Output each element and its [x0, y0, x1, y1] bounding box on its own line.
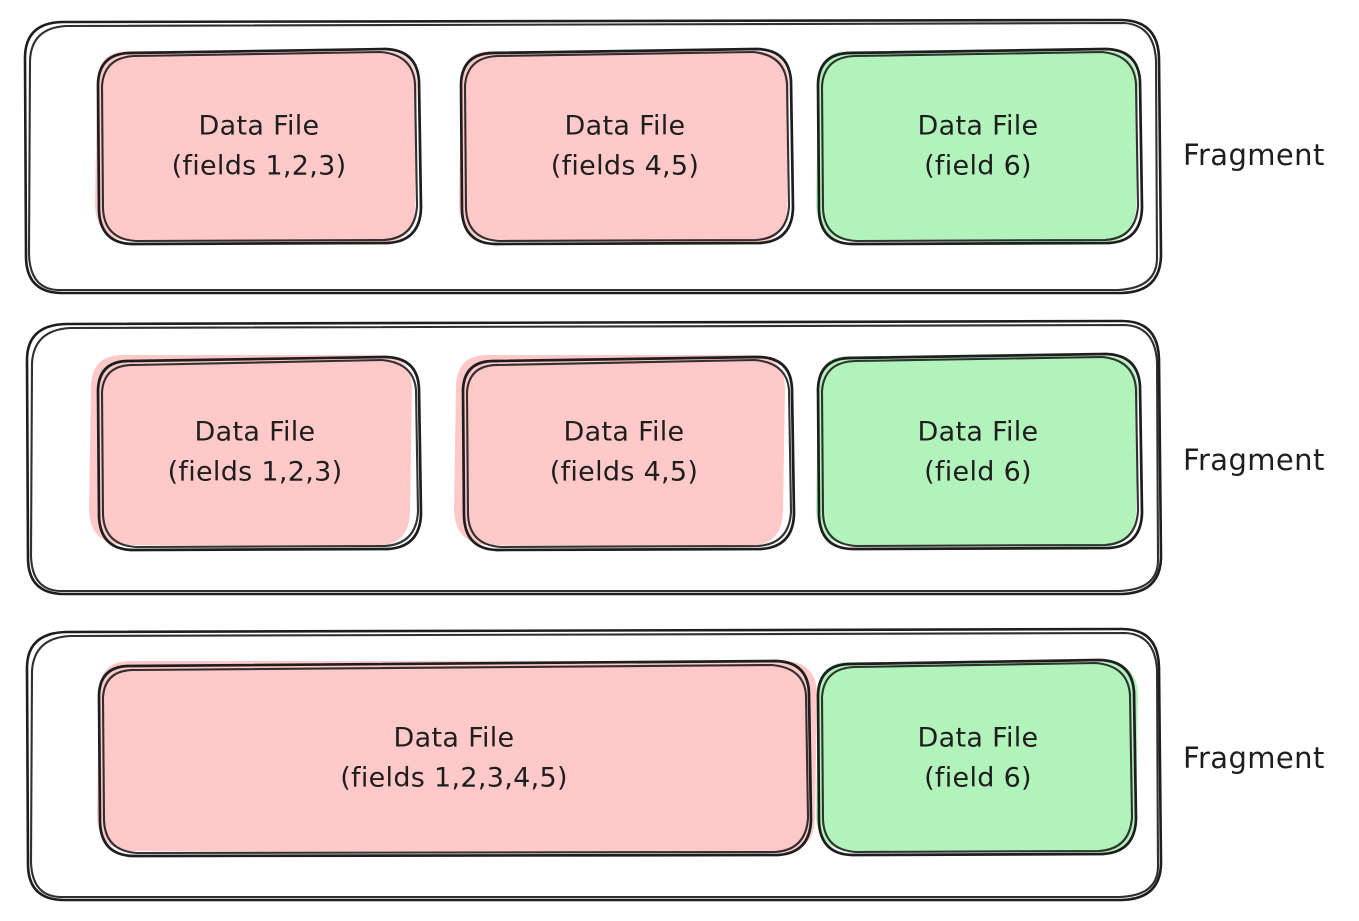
data-file-fields-r3c1: (fields 1,2,3,4,5) [340, 763, 568, 794]
fragment-row-2[interactable]: Data File (fields 1,2,3) Data File (fiel… [25, 319, 1325, 596]
data-file-box-r2c1[interactable]: Data File (fields 1,2,3) [89, 355, 423, 552]
data-file-box-r1c3[interactable]: Data File (field 6) [816, 47, 1144, 246]
data-file-title-r3c1: Data File [394, 723, 515, 754]
data-file-box-r2c2[interactable]: Data File (fields 4,5) [454, 355, 796, 552]
data-file-title-r2c3: Data File [918, 417, 1039, 448]
data-file-box-r2c3[interactable]: Data File (field 6) [816, 352, 1144, 551]
fragment-container-3[interactable] [25, 627, 1163, 902]
data-file-box-r3c1[interactable]: Data File (fields 1,2,3,4,5) [97, 659, 817, 858]
data-file-fields-r3c2: (field 6) [924, 763, 1032, 794]
fragment-label-1: Fragment [1183, 138, 1325, 172]
fragment-container-1[interactable] [23, 18, 1163, 295]
data-file-title-r1c3: Data File [918, 111, 1039, 142]
data-file-title-r3c2: Data File [918, 723, 1039, 754]
data-file-box-r1c2[interactable]: Data File (fields 4,5) [459, 47, 795, 246]
fragment-label-3: Fragment [1183, 741, 1325, 775]
data-file-box-r1c1[interactable]: Data File (fields 1,2,3) [95, 47, 423, 246]
data-file-title-r2c2: Data File [564, 417, 685, 448]
data-file-title-r1c1: Data File [199, 111, 320, 142]
data-file-title-r2c1: Data File [195, 417, 316, 448]
data-file-fields-r2c3: (field 6) [924, 457, 1032, 488]
data-file-fields-r1c1: (fields 1,2,3) [172, 151, 347, 182]
fragment-label-2: Fragment [1183, 443, 1325, 477]
data-file-fields-r1c2: (fields 4,5) [551, 151, 700, 182]
data-file-box-r3c2[interactable]: Data File (field 6) [816, 658, 1138, 857]
fragment-container-2[interactable] [25, 319, 1163, 596]
fragment-row-3[interactable]: Data File (fields 1,2,3,4,5) Data File (… [25, 627, 1325, 902]
data-file-fields-r2c1: (fields 1,2,3) [168, 457, 343, 488]
data-file-fields-r2c2: (fields 4,5) [550, 457, 699, 488]
data-file-title-r1c2: Data File [565, 111, 686, 142]
data-file-fields-r1c3: (field 6) [924, 151, 1032, 182]
fragment-row-1[interactable]: Data File (fields 1,2,3) Data File (fiel… [23, 18, 1325, 295]
